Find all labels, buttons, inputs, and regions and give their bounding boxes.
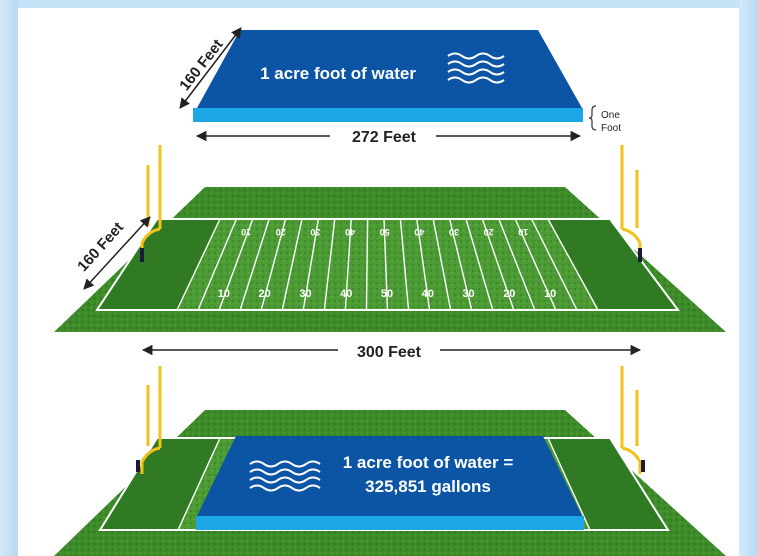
yard-line	[260, 218, 287, 311]
yard-number: 20	[276, 227, 286, 237]
yard-line	[547, 218, 599, 311]
yard-lines	[176, 218, 599, 311]
yard-line	[481, 218, 515, 311]
yard-line	[514, 218, 557, 311]
yard-number: 30	[449, 227, 459, 237]
yard-number: 10	[518, 227, 528, 237]
yard-number: 40	[340, 288, 352, 300]
top-length-dimension: 272 Feet	[195, 129, 582, 146]
yard-line	[197, 218, 238, 311]
yard-line	[416, 218, 431, 311]
yard-number: 40	[414, 227, 424, 237]
slab-front-face	[193, 108, 583, 122]
yard-line	[302, 218, 320, 311]
wave-icon	[447, 52, 505, 84]
yard-number: 20	[259, 288, 271, 300]
yard-line	[383, 218, 389, 311]
bottom-slab-top-face	[197, 436, 582, 516]
yard-number: 10	[241, 227, 251, 237]
bottom-slab-line1: 1 acre foot of water =	[343, 453, 514, 472]
yard-line	[177, 437, 221, 531]
yard-number: 50	[381, 288, 393, 300]
yard-number: 10	[218, 288, 230, 300]
goalpost-icon	[136, 366, 162, 474]
top-length-label: 272 Feet	[352, 129, 417, 146]
yard-line	[218, 218, 254, 311]
end-zone-right	[548, 219, 678, 310]
yard-line	[365, 218, 369, 311]
bottom-end-zone-left	[100, 438, 220, 530]
yard-line	[530, 218, 578, 311]
yard-number: 10	[544, 288, 556, 300]
yard-number: 30	[310, 227, 320, 237]
yard-number: 40	[345, 227, 355, 237]
top-slab-label: 1 acre foot of water	[260, 64, 416, 83]
bottom-end-zone-right	[548, 438, 668, 530]
depth-label-line1: One	[601, 110, 620, 121]
yard-line	[465, 218, 494, 311]
wave-icon	[249, 460, 321, 492]
yard-number: 20	[503, 288, 515, 300]
depth-label-line2: Foot	[601, 123, 621, 134]
yard-line	[547, 437, 591, 531]
yard-line	[239, 218, 270, 311]
yard-numbers-bottom: 10 20 30 40 50 40 30 20 10	[218, 288, 556, 300]
yard-number: 20	[484, 227, 494, 237]
left-sidebar	[0, 0, 18, 556]
goalpost-icon	[620, 145, 642, 262]
right-sidebar	[739, 0, 757, 556]
field-length-dimension: 300 Feet	[141, 344, 642, 361]
yard-number: 50	[380, 227, 390, 237]
yard-line	[498, 218, 536, 311]
playing-surface	[97, 219, 678, 310]
top-border	[0, 0, 757, 8]
bottom-slab-front-face	[196, 516, 584, 530]
yard-number: 30	[299, 288, 311, 300]
field-length-label: 300 Feet	[357, 344, 422, 361]
yard-numbers-top: 10 20 30 40 50 40 30 20 10	[241, 227, 528, 237]
slab-top-face	[197, 30, 582, 108]
yard-line	[281, 218, 303, 311]
yard-line	[432, 218, 452, 311]
top-water-slab: 1 acre foot of water	[193, 30, 583, 122]
depth-dimension: One Foot	[588, 105, 621, 134]
yard-number: 30	[462, 288, 474, 300]
bottom-slab-line2: 325,851 gallons	[365, 477, 491, 496]
yard-line	[176, 218, 221, 311]
football-field: 10 20 30 40 50 40 30 20 10 10 20 30 40 50 40 30 20 10	[54, 187, 726, 332]
yard-line	[323, 218, 336, 311]
yard-line	[399, 218, 410, 311]
bottom-water-slab: 1 acre foot of water = 325,851 gallons	[196, 436, 584, 530]
yard-number: 40	[422, 288, 434, 300]
yard-line	[344, 218, 352, 311]
yard-line	[448, 218, 473, 311]
goalpost-icon	[620, 366, 645, 474]
